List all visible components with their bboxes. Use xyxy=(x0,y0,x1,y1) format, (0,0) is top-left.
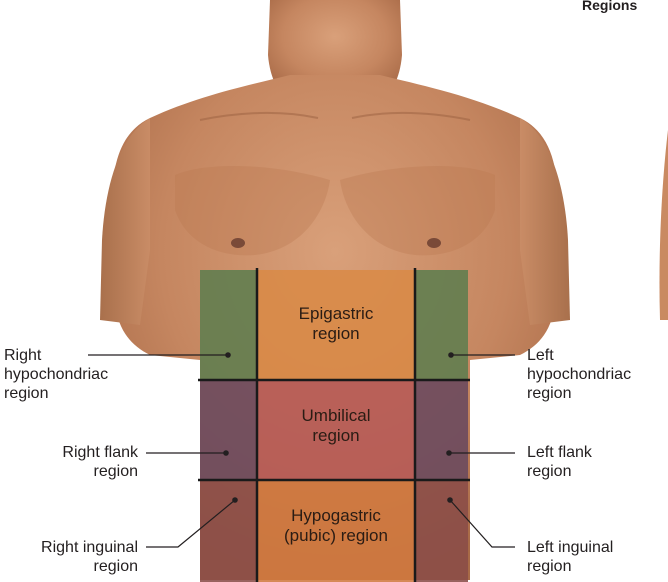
right-hypochondriac-fill xyxy=(200,270,257,380)
right-hypochondriac-label: Right hypochondriac region xyxy=(4,346,108,403)
right-flank-dot xyxy=(223,450,229,456)
right-flank-label: Right flank region xyxy=(0,443,138,481)
left-hypochondriac-label: Left hypochondriac region xyxy=(527,346,631,403)
left-hypochondriac-dot xyxy=(448,352,454,358)
umbilical-label: Umbilical region xyxy=(257,406,415,446)
left-inguinal-dot xyxy=(447,497,453,503)
right-flank-fill xyxy=(200,380,257,480)
right-nipple xyxy=(231,238,245,248)
left-hypochondriac-fill xyxy=(415,270,468,380)
left-inguinal-label: Left inguinal region xyxy=(527,538,613,576)
right-inguinal-fill xyxy=(200,480,257,582)
right-inguinal-label: Right inguinal region xyxy=(0,538,138,576)
left-flank-label: Left flank region xyxy=(527,443,592,481)
right-arm-illustration xyxy=(100,118,150,325)
left-inguinal-fill xyxy=(415,480,468,582)
left-nipple xyxy=(427,238,441,248)
left-flank-fill xyxy=(415,380,468,480)
epigastric-label: Epigastric region xyxy=(257,304,415,344)
left-arm-illustration xyxy=(520,118,570,325)
second-figure-edge xyxy=(659,130,668,320)
right-hypochondriac-dot xyxy=(225,352,231,358)
left-flank-dot xyxy=(446,450,452,456)
figure-title: Regions xyxy=(582,0,637,13)
right-inguinal-dot xyxy=(232,497,238,503)
hypogastric-label: Hypogastric (pubic) region xyxy=(257,506,415,546)
